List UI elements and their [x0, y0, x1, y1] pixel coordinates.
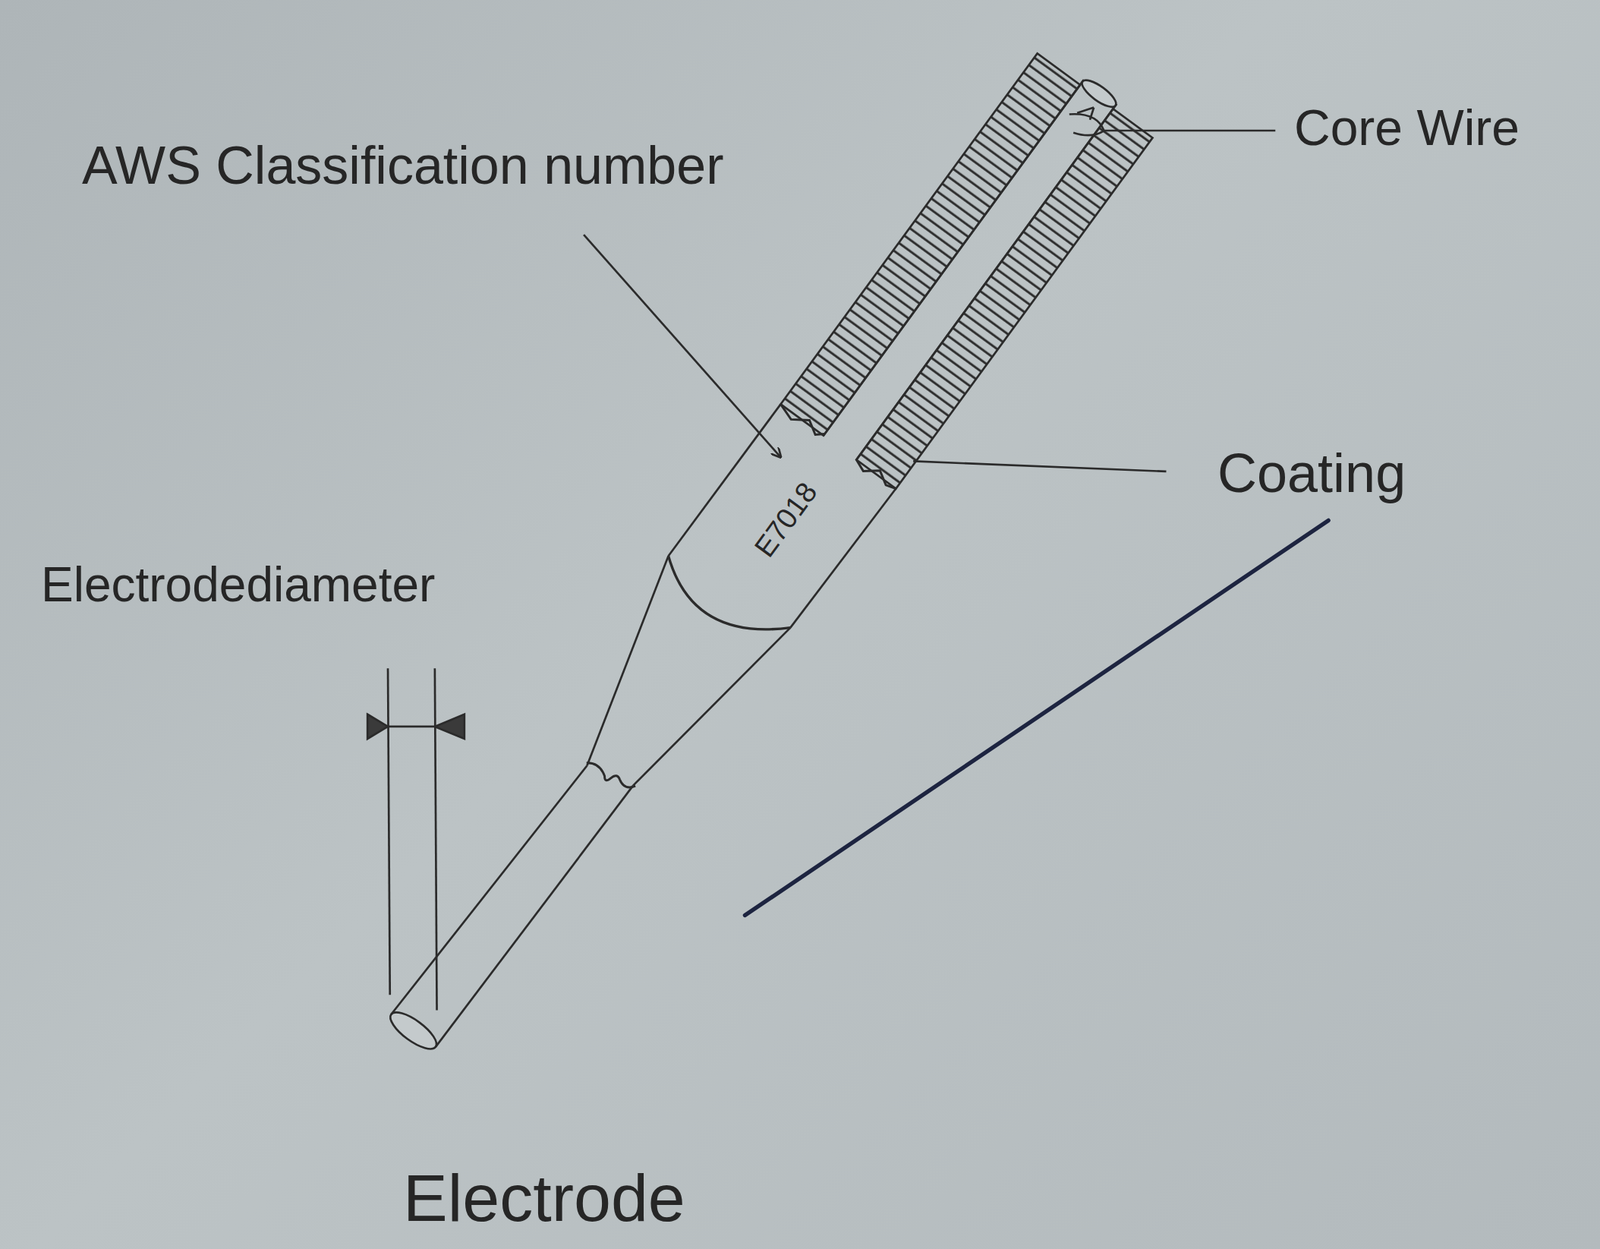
electrode-rod [347, 44, 1160, 1081]
pen-stroke [744, 519, 1329, 915]
part-label: AWS Classification number [81, 136, 724, 196]
figure-caption: Electrode [403, 1161, 686, 1235]
part-label: Coating [1217, 443, 1406, 504]
classification-marking: E7018 [749, 476, 825, 563]
diameter-dimension [367, 667, 465, 1010]
part-label: Electrodediameter [40, 557, 435, 612]
part-label: Core Wire [1294, 100, 1520, 156]
